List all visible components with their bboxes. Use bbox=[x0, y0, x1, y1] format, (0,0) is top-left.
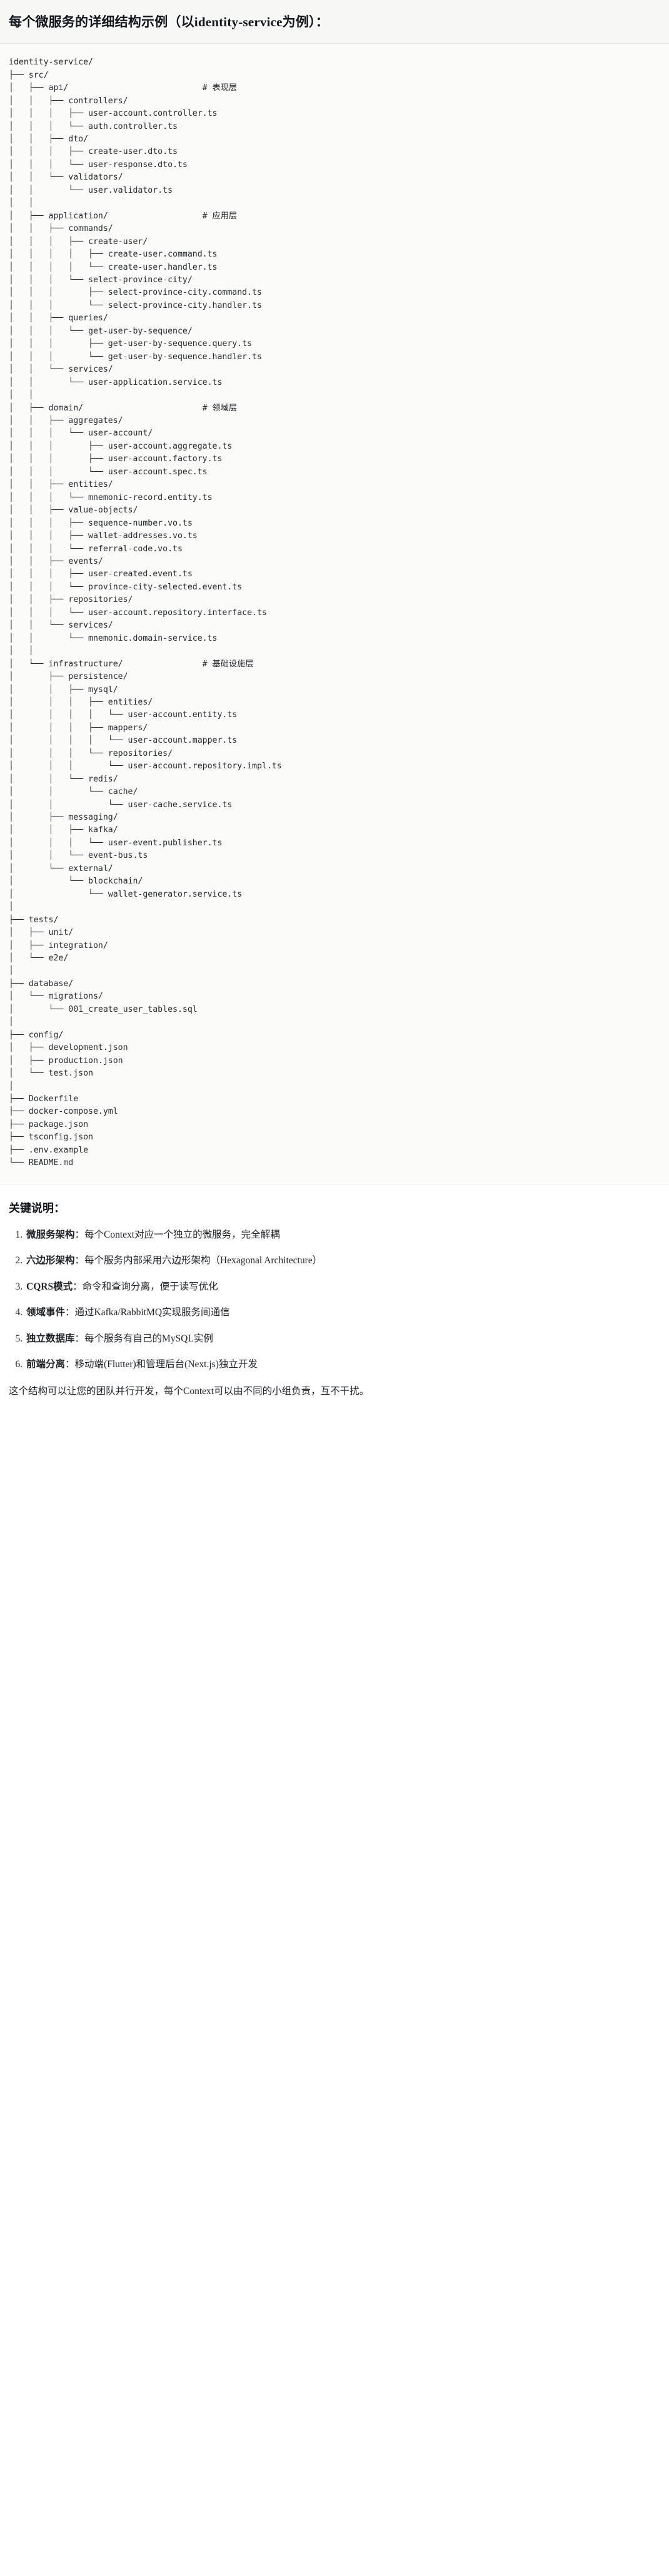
page-title: 每个微服务的详细结构示例（以identity-service为例）： bbox=[9, 14, 329, 29]
note-term: 前端分离 bbox=[26, 1359, 66, 1370]
list-item: 微服务架构：每个Context对应一个独立的微服务，完全解耦 bbox=[25, 1228, 660, 1242]
list-item: 前端分离：移动端(Flutter)和管理后台(Next.js)独立开发 bbox=[25, 1358, 660, 1372]
note-separator: ： bbox=[74, 1255, 85, 1266]
note-separator: ： bbox=[73, 1281, 83, 1292]
note-separator: ： bbox=[74, 1333, 85, 1344]
list-item: CQRS模式：命令和查询分离，便于读写优化 bbox=[25, 1280, 660, 1294]
note-term: CQRS模式 bbox=[26, 1281, 73, 1292]
note-description: 移动端(Flutter)和管理后台(Next.js)独立开发 bbox=[74, 1359, 258, 1370]
directory-tree: identity-service/ ├── src/ │ ├── api/ # … bbox=[9, 58, 282, 1168]
note-separator: ： bbox=[65, 1359, 75, 1370]
key-notes-section: 关键说明： 微服务架构：每个Context对应一个独立的微服务，完全解耦 六边形… bbox=[0, 1184, 669, 1410]
key-notes-list: 微服务架构：每个Context对应一个独立的微服务，完全解耦 六边形架构：每个服… bbox=[9, 1228, 660, 1372]
note-description: 每个Context对应一个独立的微服务，完全解耦 bbox=[84, 1229, 280, 1240]
heading-band: 每个微服务的详细结构示例（以identity-service为例）： bbox=[0, 0, 669, 44]
note-description: 每个服务内部采用六边形架构（Hexagonal Architecture） bbox=[84, 1255, 323, 1266]
closing-paragraph: 这个结构可以让您的团队并行开发，每个Context可以由不同的小组负责，互不干扰… bbox=[9, 1385, 370, 1397]
list-item: 六边形架构：每个服务内部采用六边形架构（Hexagonal Architectu… bbox=[25, 1254, 660, 1268]
note-description: 每个服务有自己的MySQL实例 bbox=[84, 1333, 213, 1344]
bottom-spacer bbox=[0, 1410, 669, 1416]
note-term: 六边形架构 bbox=[26, 1255, 75, 1266]
note-description: 命令和查询分离，便于读写优化 bbox=[82, 1281, 218, 1292]
note-description: 通过Kafka/RabbitMQ实现服务间通信 bbox=[74, 1307, 230, 1318]
page-root: 每个微服务的详细结构示例（以identity-service为例）： ident… bbox=[0, 0, 669, 1416]
key-notes-title: 关键说明： bbox=[9, 1201, 65, 1214]
directory-tree-block: identity-service/ ├── src/ │ ├── api/ # … bbox=[0, 44, 669, 1184]
note-separator: ： bbox=[74, 1229, 85, 1240]
list-item: 独立数据库：每个服务有自己的MySQL实例 bbox=[25, 1332, 660, 1346]
note-term: 微服务架构 bbox=[26, 1229, 75, 1240]
list-item: 领域事件：通过Kafka/RabbitMQ实现服务间通信 bbox=[25, 1306, 660, 1320]
note-separator: ： bbox=[65, 1307, 75, 1318]
note-term: 领域事件 bbox=[26, 1307, 66, 1318]
note-term: 独立数据库 bbox=[26, 1333, 75, 1344]
